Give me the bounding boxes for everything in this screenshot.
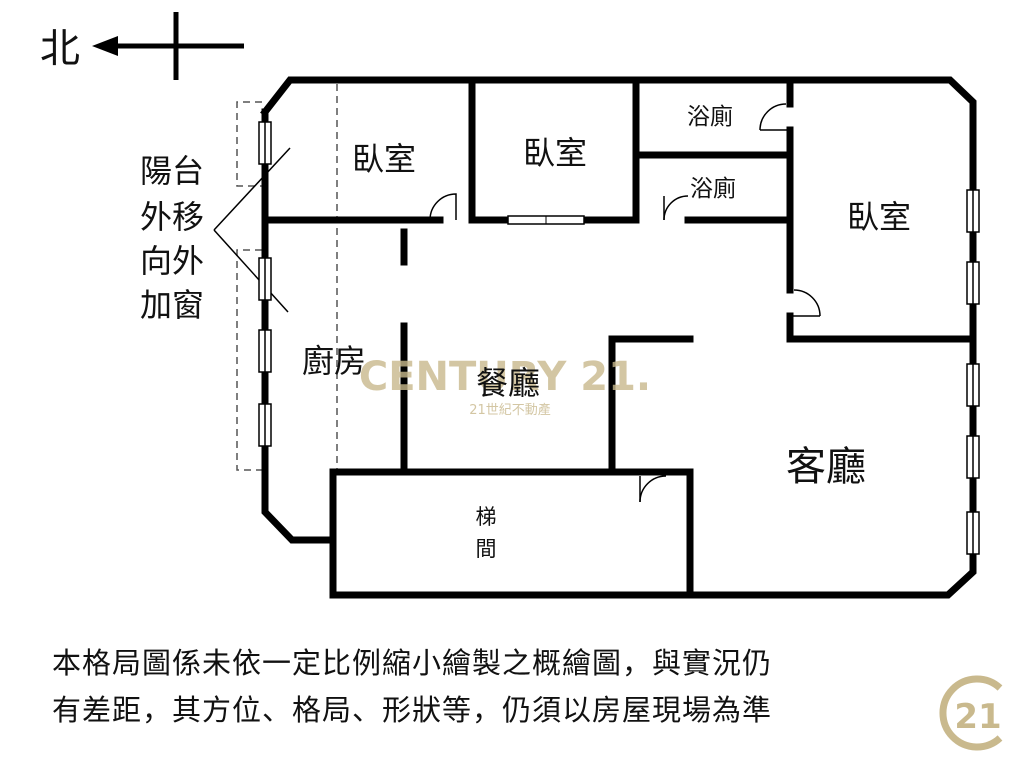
windows	[258, 121, 980, 555]
room-label-bedroom-1: 臥室	[352, 140, 416, 178]
room-label-living: 客廳	[786, 444, 866, 490]
room-label-bedroom-2: 臥室	[523, 134, 587, 172]
balcony-note-line: 外移	[140, 198, 204, 236]
room-label-stairwell-2: 間	[476, 537, 497, 561]
century21-logo-icon: 21	[939, 675, 1003, 751]
watermark: CENTURY 21. 21世紀不動產	[359, 354, 651, 418]
balcony-note: 陽台 外移 向外 加窗	[140, 152, 204, 324]
svg-text:21: 21	[954, 697, 1001, 737]
balcony-note-line: 向外	[140, 242, 204, 280]
disclaimer: 本格局圖係未依一定比例縮小繪製之概繪圖，與實況仍 有差距，其方位、格局、形狀等，…	[52, 640, 982, 734]
room-label-dining: 餐廳	[476, 364, 540, 402]
north-arrow	[92, 12, 244, 80]
walls	[260, 76, 977, 599]
balcony-note-line: 加窗	[140, 286, 204, 324]
room-label-stairwell-1: 梯	[476, 505, 497, 529]
north-label: 北	[40, 26, 80, 72]
sliding-door	[507, 215, 585, 225]
disclaimer-line-2: 有差距，其方位、格局、形狀等，仍須以房屋現場為準	[52, 693, 773, 727]
arrow-head-icon	[92, 36, 118, 56]
room-label-bedroom-3: 臥室	[847, 198, 911, 236]
floor-plan: 北	[40, 12, 980, 599]
disclaimer-line-1: 本格局圖係未依一定比例縮小繪製之概繪圖，與實況仍	[52, 646, 773, 680]
svg-text:CENTURY 21.: CENTURY 21.	[359, 354, 651, 400]
balcony-outline	[236, 84, 338, 471]
svg-text:21世紀不動產: 21世紀不動產	[469, 402, 551, 418]
room-label-kitchen: 廚房	[302, 342, 366, 380]
balcony-note-line: 陽台	[140, 152, 204, 190]
room-label-bathroom-2: 浴廁	[690, 176, 736, 202]
room-label-bathroom-1: 浴廁	[687, 104, 733, 130]
door-swings	[429, 103, 821, 503]
note-pointer-lines	[213, 147, 291, 313]
